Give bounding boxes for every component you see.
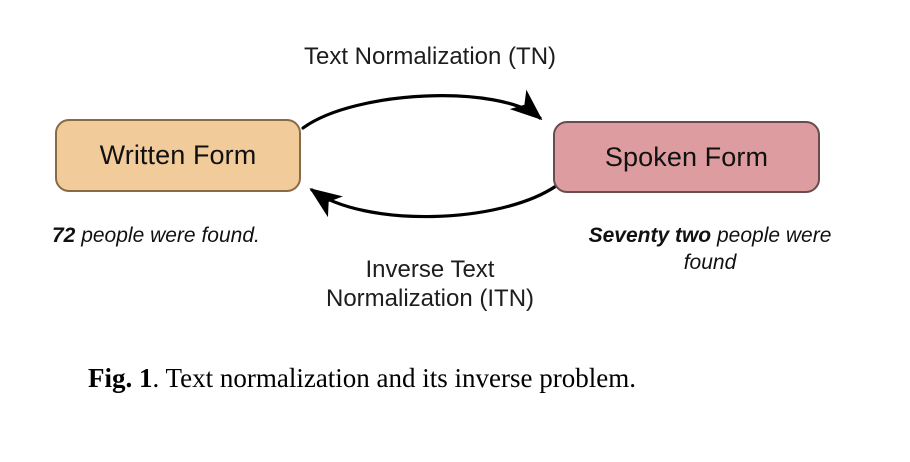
figure-caption: Fig. 1. Text normalization and its inver…	[88, 362, 848, 394]
example-written-form: 72 people were found.	[52, 223, 382, 250]
example-written-emphasis: 72	[52, 224, 76, 247]
node-written-form[interactable]: Written Form	[55, 119, 301, 192]
node-spoken-form[interactable]: Spoken Form	[553, 121, 820, 193]
figure-caption-prefix: Fig. 1	[88, 363, 153, 393]
node-written-form-label: Written Form	[99, 140, 257, 170]
node-spoken-form-label: Spoken Form	[604, 141, 769, 172]
example-spoken-form: Seventy two people were found	[570, 223, 850, 277]
example-written-remainder: people were found.	[75, 224, 260, 247]
edge-label-text-normalization: Text Normalization (TN)	[303, 43, 557, 70]
arrow-inverse-text-normalization	[309, 184, 558, 219]
example-spoken-emphasis: Seventy two	[588, 224, 712, 247]
figure-caption-body: . Text normalization and its inverse pro…	[152, 363, 637, 393]
example-spoken-remainder: people were found	[683, 224, 832, 274]
edge-label-inverse-text-normalization: Inverse Text Normalization (ITN)	[325, 256, 535, 313]
arrow-text-normalization	[301, 89, 543, 130]
